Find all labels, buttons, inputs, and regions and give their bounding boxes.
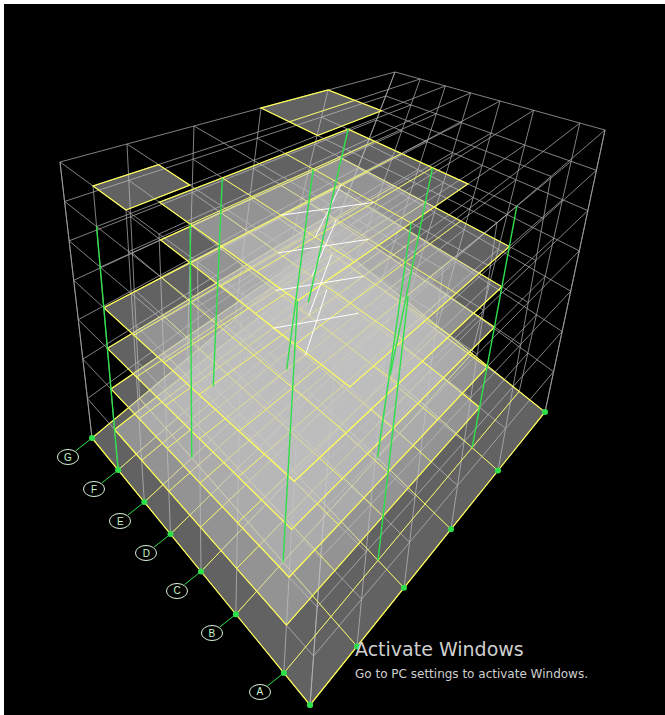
beam-line xyxy=(289,100,354,121)
bubble-ellipse xyxy=(136,546,157,561)
support-mark xyxy=(401,585,407,591)
frame-line xyxy=(60,162,92,438)
grid-leader xyxy=(219,614,236,627)
grid-bubble: E xyxy=(109,513,131,529)
grid-bubble: G xyxy=(57,449,79,465)
column xyxy=(390,168,432,375)
frame-line xyxy=(545,130,605,412)
opening-brace xyxy=(315,184,341,237)
watermark-text: Activate Windows xyxy=(355,638,524,660)
bubble-ellipse xyxy=(84,482,105,497)
opening-brace xyxy=(278,239,368,253)
opening-brace xyxy=(281,202,374,215)
column xyxy=(213,178,222,386)
grid-bubble: C xyxy=(166,583,188,599)
supports xyxy=(89,409,548,708)
floor-slab xyxy=(261,90,382,136)
column xyxy=(287,169,314,370)
bubble-ellipse xyxy=(249,684,270,699)
grid-bubble: F xyxy=(83,481,105,497)
grid-leader xyxy=(75,438,92,451)
beam-line xyxy=(190,141,375,224)
wireframe xyxy=(60,72,605,705)
frame-line xyxy=(60,162,92,438)
opening-brace xyxy=(273,313,358,328)
support-mark xyxy=(448,526,454,532)
bubble-ellipse xyxy=(58,450,79,465)
frame-line xyxy=(519,123,580,391)
grid-label: A xyxy=(249,684,271,698)
grid-leader xyxy=(184,572,201,585)
grid-leader xyxy=(102,470,119,483)
columns xyxy=(97,129,517,562)
opening-brace xyxy=(276,276,364,290)
bubble-ellipse xyxy=(110,514,131,529)
grid-leaders xyxy=(75,438,283,686)
column xyxy=(472,206,517,447)
grid-label: F xyxy=(83,481,105,495)
column xyxy=(97,227,119,470)
grid-label: C xyxy=(166,583,188,597)
slabs xyxy=(92,90,545,705)
column xyxy=(378,296,408,560)
bubble-ellipse xyxy=(201,626,222,641)
support-mark xyxy=(307,702,313,708)
grid-bubble: A xyxy=(249,684,271,700)
watermark-text: Go to PC settings to activate Windows. xyxy=(355,667,588,681)
frame-line xyxy=(545,130,605,412)
beam-line xyxy=(221,154,402,246)
braces xyxy=(273,184,374,355)
bubble-ellipse xyxy=(167,583,188,598)
support-mark xyxy=(495,468,501,474)
floor-slab xyxy=(159,129,467,301)
support-mark xyxy=(307,702,313,708)
floor-slab xyxy=(93,165,190,210)
grid-leader xyxy=(267,673,284,686)
support-mark xyxy=(542,409,548,415)
grid-bubble: B xyxy=(201,625,223,641)
grid-label: B xyxy=(201,625,223,639)
grid-label: E xyxy=(109,513,131,527)
grid-bubble: D xyxy=(135,545,157,561)
column xyxy=(308,129,348,302)
grid-leader xyxy=(128,502,145,515)
grid-leader xyxy=(154,534,171,547)
grid-label: G xyxy=(57,449,79,463)
grid-label: D xyxy=(135,545,157,559)
column xyxy=(190,224,192,458)
